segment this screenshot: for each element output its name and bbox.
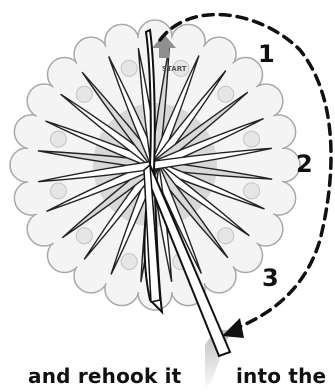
step-3-label: 3 bbox=[262, 264, 279, 292]
caption-left: and rehook it bbox=[28, 364, 181, 392]
step-1-label: 1 bbox=[258, 40, 275, 68]
loom-peg bbox=[76, 228, 92, 244]
start-label: START bbox=[162, 65, 187, 73]
loom-peg bbox=[218, 228, 234, 244]
loom-peg bbox=[121, 60, 137, 76]
loom-peg bbox=[244, 183, 260, 199]
loom-peg bbox=[218, 86, 234, 102]
caption-right: into the bbox=[236, 364, 326, 392]
loom-peg bbox=[50, 131, 66, 147]
loom-peg bbox=[244, 131, 260, 147]
loom-peg bbox=[76, 86, 92, 102]
loom-peg bbox=[50, 183, 66, 199]
step-2-label: 2 bbox=[296, 150, 313, 178]
loom-peg bbox=[121, 254, 137, 270]
